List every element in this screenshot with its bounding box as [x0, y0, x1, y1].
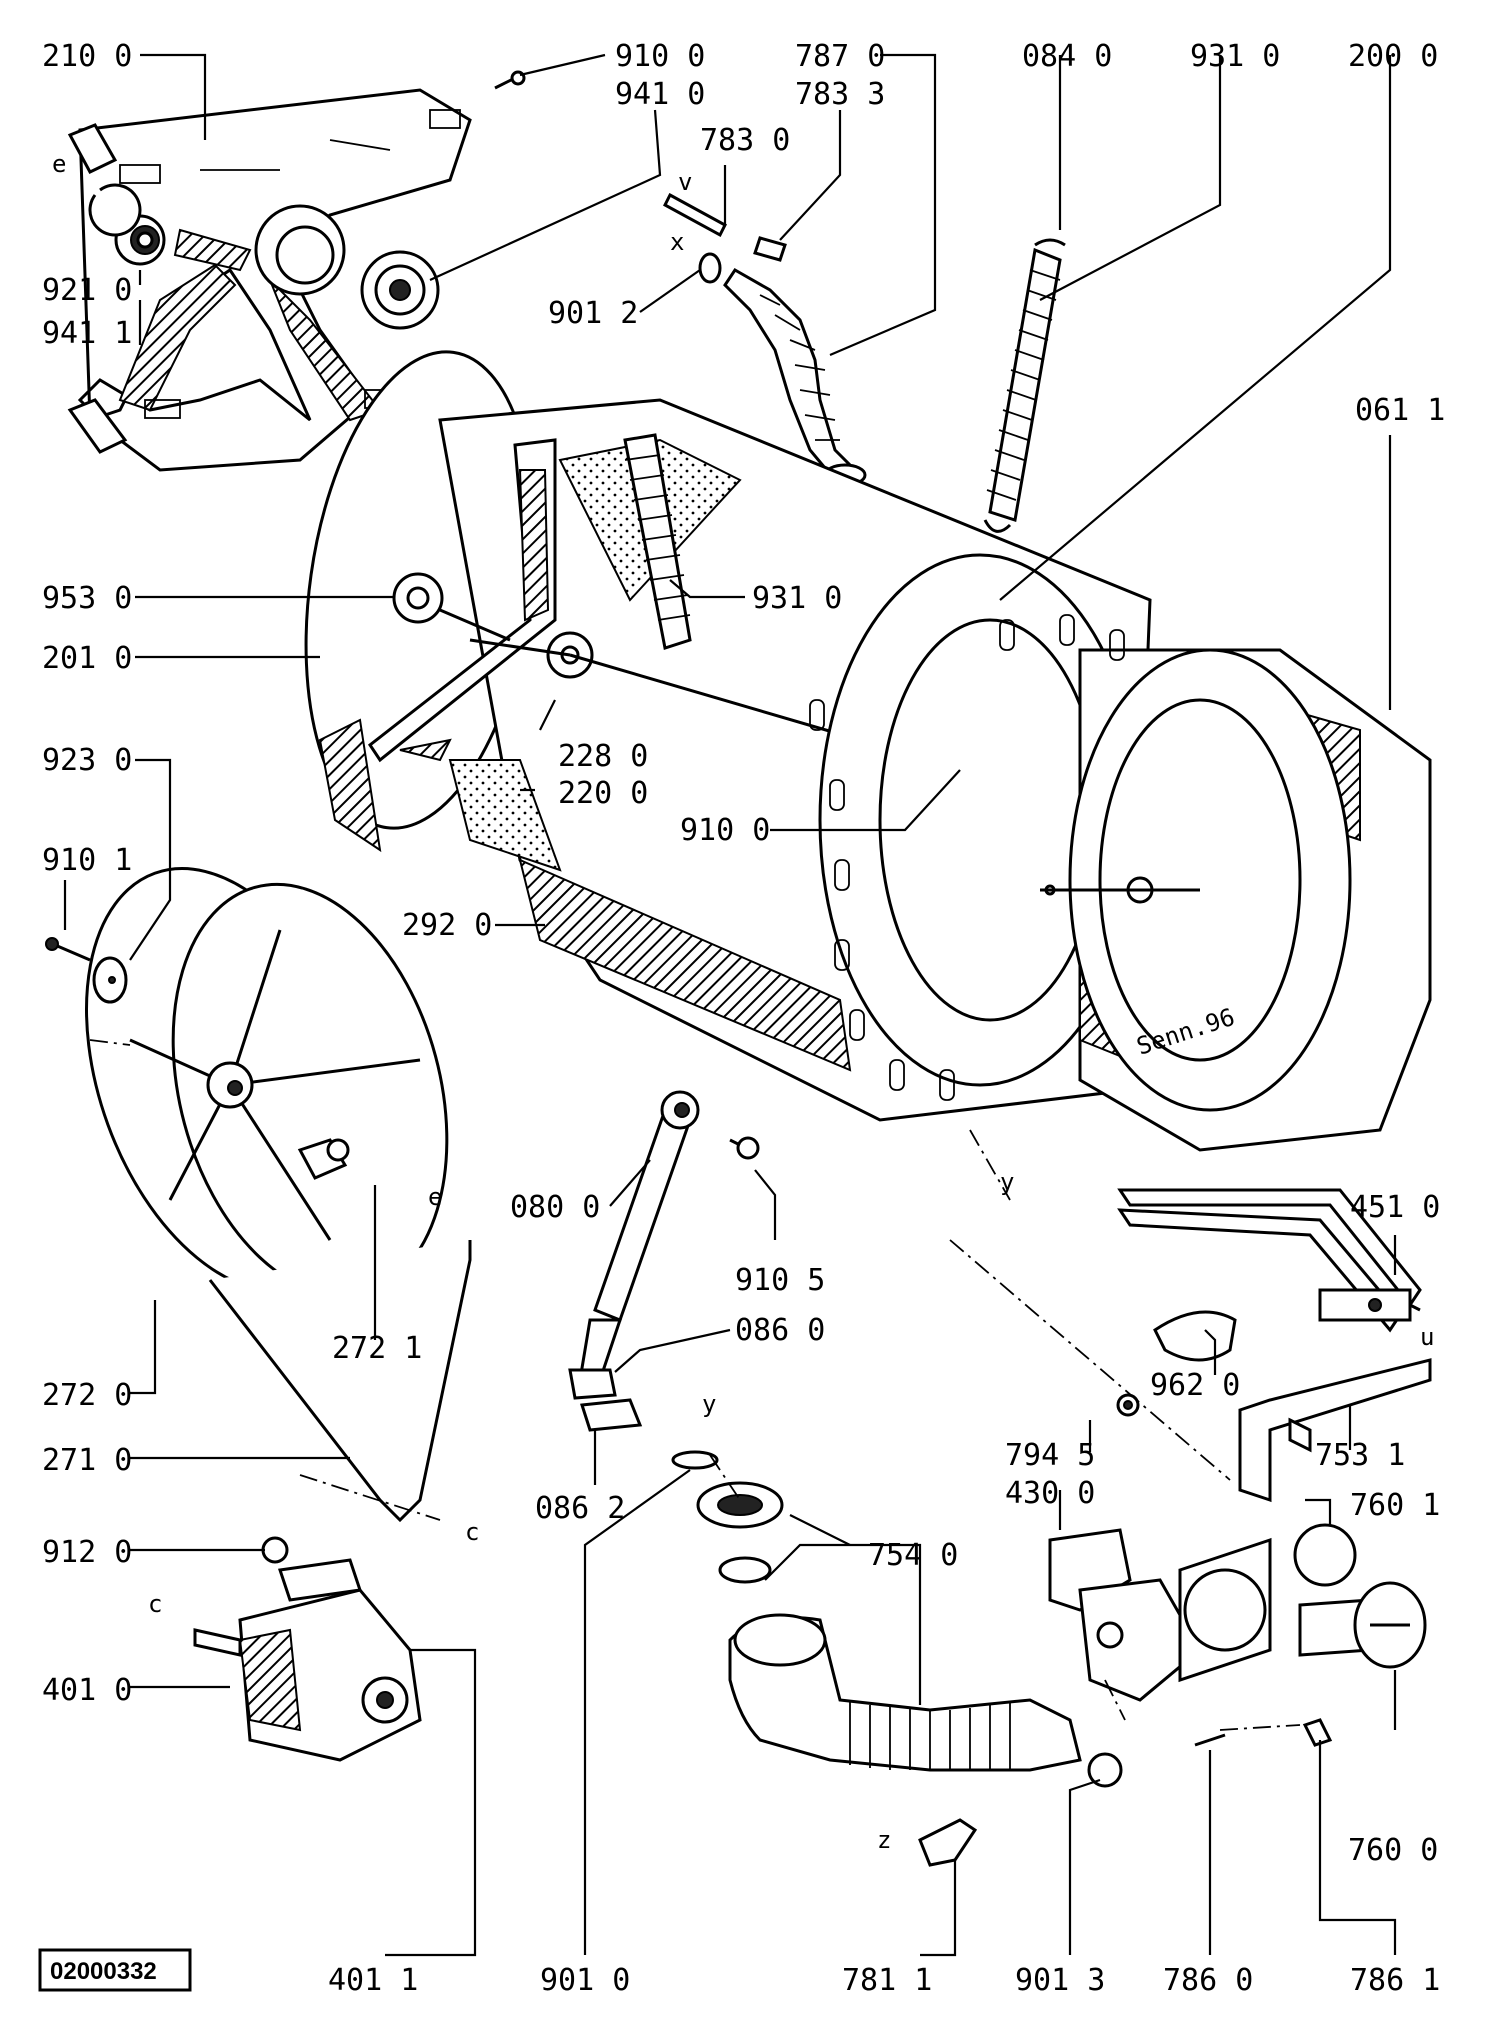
label-753-1: 753 1 — [1315, 1438, 1405, 1473]
label-787-0: 787 0 — [795, 39, 885, 74]
clamp-901-3 — [1087, 1752, 1123, 1788]
label-430-0: 430 0 — [1005, 1476, 1095, 1511]
screw-912-0 — [261, 1536, 289, 1564]
motor-401-0 — [193, 1558, 422, 1762]
label-080-0: 080 0 — [510, 1190, 600, 1225]
marker-z: z — [877, 1826, 891, 1854]
heater-451-0 — [1117, 1188, 1422, 1333]
tub-assembly-part — [304, 350, 1432, 1201]
label-451-0: 451 0 — [1350, 1190, 1440, 1225]
label-931-0-top: 931 0 — [1190, 39, 1280, 74]
bracket-753-1 — [1238, 1358, 1432, 1503]
label-228-0: 228 0 — [558, 739, 648, 774]
label-760-1: 760 1 — [1350, 1488, 1440, 1523]
screw-794-5 — [1116, 1393, 1140, 1417]
screw-910-0-top — [494, 70, 526, 90]
oring-760-1 — [1293, 1523, 1357, 1587]
label-910-5: 910 5 — [735, 1263, 825, 1298]
label-084-0: 084 0 — [1022, 39, 1112, 74]
hose-781-1 — [918, 1818, 978, 1867]
label-910-1: 910 1 — [42, 843, 132, 878]
label-901-3: 901 3 — [1015, 1963, 1105, 1998]
label-931-0-mid: 931 0 — [752, 581, 842, 616]
pad-962-0 — [1153, 1310, 1237, 1362]
seal-754-0 — [696, 1481, 784, 1584]
bracket-086-2 — [580, 1398, 643, 1432]
marker-v: v — [678, 168, 692, 196]
label-401-0: 401 0 — [42, 1673, 132, 1708]
document-number: 02000332 — [50, 1958, 157, 1985]
bearing-941-0 — [360, 250, 440, 330]
marker-e-top: e — [52, 150, 66, 178]
label-201-0: 201 0 — [42, 641, 132, 676]
circlip-921-0 — [88, 183, 142, 237]
marker-x: x — [670, 228, 684, 256]
bearing-941-1 — [114, 214, 166, 266]
label-921-0: 921 0 — [42, 273, 132, 308]
label-401-1: 401 1 — [328, 1963, 418, 1998]
label-210-0: 210 0 — [42, 39, 132, 74]
clamp-901-2 — [698, 252, 722, 284]
label-272-0: 272 0 — [42, 1378, 132, 1413]
label-783-0: 783 0 — [700, 123, 790, 158]
label-754-0: 754 0 — [868, 1538, 958, 1573]
connector-783-3 — [753, 236, 787, 262]
marker-c-belt: c — [465, 1518, 479, 1546]
pin-783-0 — [663, 192, 727, 238]
label-271-0: 271 0 — [42, 1443, 132, 1478]
drain-pump-430-0 — [1048, 1528, 1272, 1702]
label-786-1: 786 1 — [1350, 1963, 1440, 1998]
label-292-0: 292 0 — [402, 908, 492, 943]
label-953-0: 953 0 — [42, 581, 132, 616]
label-962-0: 962 0 — [1150, 1368, 1240, 1403]
seal-901-0 — [671, 1450, 719, 1470]
label-923-0: 923 0 — [42, 743, 132, 778]
label-061-1: 061 1 — [1355, 393, 1445, 428]
screw-910-5 — [729, 1136, 760, 1160]
connector-786-1 — [1302, 1718, 1333, 1747]
spring-931-0-right — [983, 238, 1066, 533]
marker-e-pulley: e — [428, 1183, 442, 1211]
label-941-1: 941 1 — [42, 316, 132, 351]
label-781-1: 781 1 — [842, 1963, 932, 1998]
marker-c-motor: c — [148, 1590, 162, 1618]
label-912-0: 912 0 — [42, 1535, 132, 1570]
label-910-0-mid: 910 0 — [680, 813, 770, 848]
label-786-0: 786 0 — [1163, 1963, 1253, 1998]
label-760-0: 760 0 — [1348, 1833, 1438, 1868]
label-086-2: 086 2 — [535, 1491, 625, 1526]
label-783-3: 783 3 — [795, 77, 885, 112]
label-220-0: 220 0 — [558, 776, 648, 811]
marker-y-seal: y — [702, 1390, 716, 1418]
leader-lines — [63, 53, 1397, 1957]
label-901-0: 901 0 — [540, 1963, 630, 1998]
label-086-0: 086 0 — [735, 1313, 825, 1348]
washer-923-0 — [92, 956, 128, 1004]
sump-hose-part — [728, 1613, 1082, 1772]
spider-bracket-part — [67, 88, 472, 472]
marker-u: u — [1420, 1323, 1434, 1351]
filter-760-0 — [1298, 1581, 1427, 1669]
shock-absorber-080-0 — [568, 1090, 700, 1400]
label-901-2: 901 2 — [548, 296, 638, 331]
document-number-box — [38, 1948, 192, 1992]
label-941-0: 941 0 — [615, 77, 705, 112]
marker-y-tub: y — [1000, 1168, 1014, 1196]
nut-272-1 — [297, 1138, 350, 1180]
label-794-5: 794 5 — [1005, 1438, 1095, 1473]
label-200-0: 200 0 — [1348, 39, 1438, 74]
belt-271-0 — [208, 1240, 472, 1523]
pin-786-0 — [1194, 1733, 1226, 1747]
screw-910-1 — [45, 937, 91, 962]
label-272-1: 272 1 — [332, 1331, 422, 1366]
label-910-0-top: 910 0 — [615, 39, 705, 74]
pulley-272-0 — [85, 867, 449, 1298]
